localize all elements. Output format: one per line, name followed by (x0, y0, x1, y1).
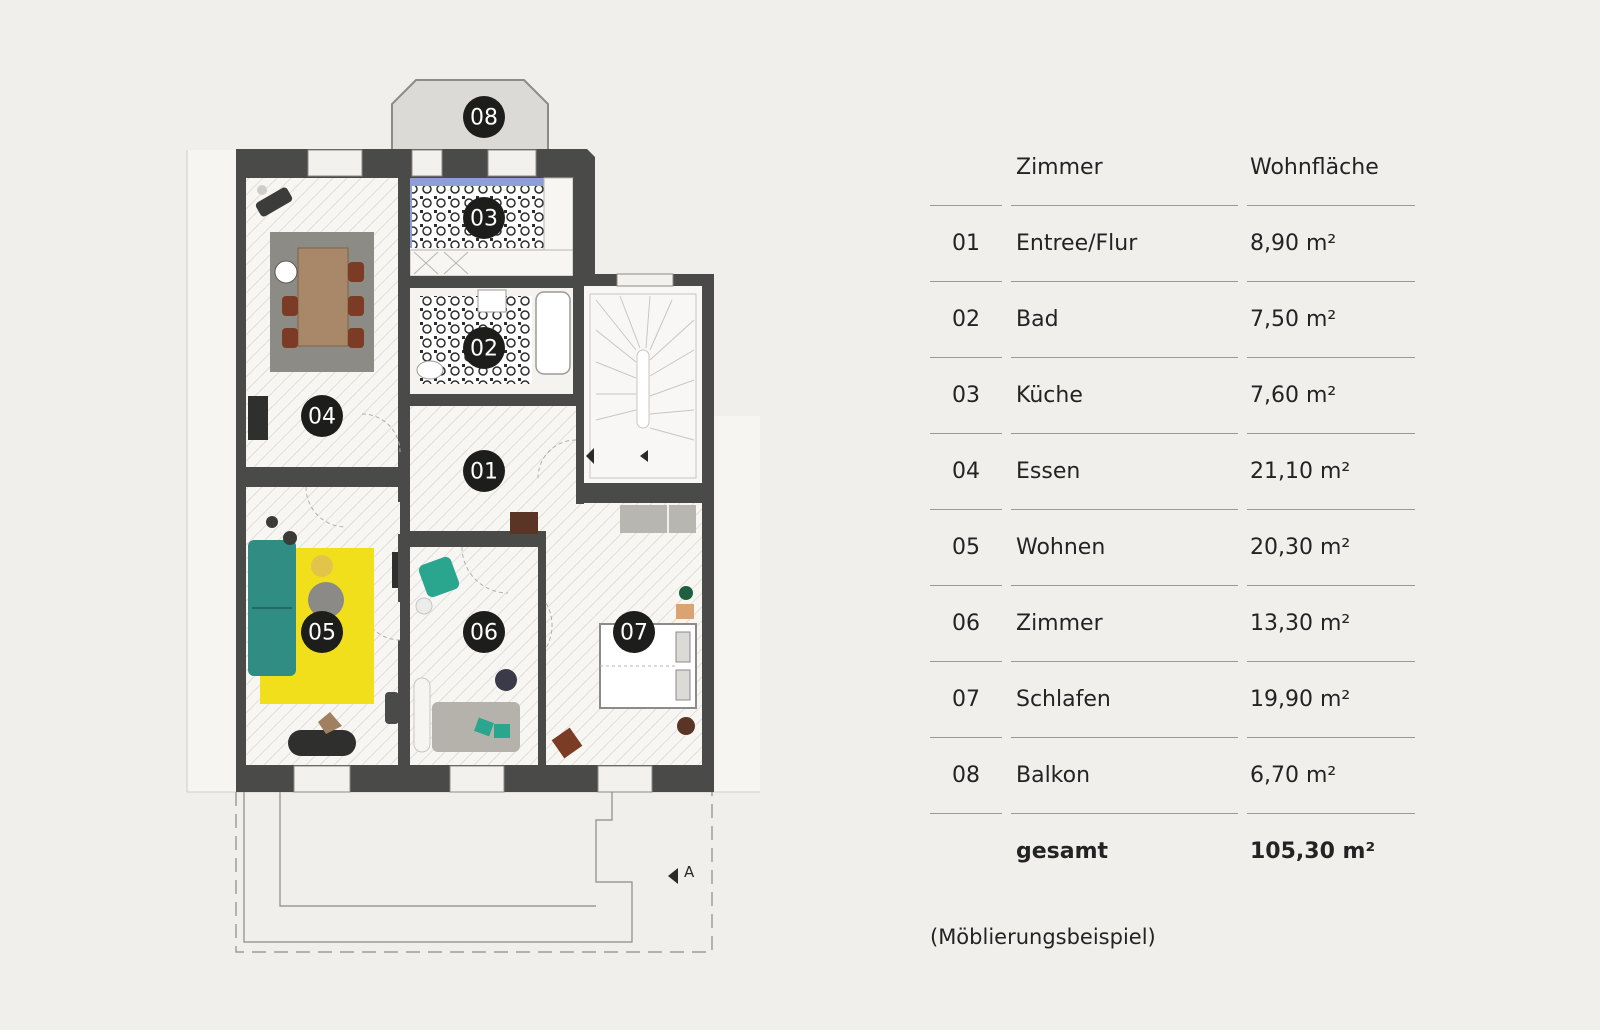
table-row: 05 Wohnen 20,30 m² (930, 510, 1415, 586)
header-area: Wohnfläche (1250, 155, 1379, 180)
row-room: Entree/Flur (1016, 231, 1138, 256)
row-number: 07 (952, 687, 980, 712)
interior-walls (246, 178, 702, 765)
table-row: 06 Zimmer 13,30 m² (930, 586, 1415, 662)
sideboard (255, 187, 293, 217)
row-room: Zimmer (1016, 611, 1103, 636)
svg-text:08: 08 (470, 106, 498, 131)
dining-chair-white (274, 260, 298, 284)
table-row: 07 Schlafen 19,90 m² (930, 662, 1415, 738)
row-room: Küche (1016, 383, 1083, 408)
table-total-row: gesamt 105,30 m² (930, 814, 1415, 890)
header-room: Zimmer (1016, 155, 1103, 180)
room-marker-08: 08 (463, 96, 505, 138)
sink (477, 289, 507, 313)
room-marker-03: 03 (463, 197, 505, 239)
terrace-outline (235, 792, 713, 953)
row-number: 06 (952, 611, 980, 636)
svg-text:06: 06 (470, 621, 498, 646)
wardrobe (620, 505, 696, 533)
svg-text:03: 03 (470, 207, 498, 232)
room-marker-04: 04 (301, 395, 343, 437)
door-swings (305, 413, 577, 649)
total-area: 105,30 m² (1250, 839, 1376, 864)
coffee-table (308, 582, 344, 618)
row-area: 8,90 m² (1250, 231, 1337, 256)
kitchen-counter (409, 249, 574, 277)
row-number: 05 (952, 535, 980, 560)
table-row: 03 Küche 7,60 m² (930, 358, 1415, 434)
row-area: 6,70 m² (1250, 763, 1337, 788)
row-room: Schlafen (1016, 687, 1111, 712)
row-area: 13,30 m² (1250, 611, 1351, 636)
dining-chairs (282, 262, 364, 348)
row-area: 20,30 m² (1250, 535, 1351, 560)
armchair (418, 556, 460, 598)
floor-plan: A 08 03 02 04 01 05 06 07 (186, 79, 760, 953)
row-number: 08 (952, 763, 980, 788)
row-room: Balkon (1016, 763, 1091, 788)
bench (288, 730, 356, 756)
dining-table (297, 247, 349, 347)
row-number: 04 (952, 459, 980, 484)
table-row: 04 Essen 21,10 m² (930, 434, 1415, 510)
table-row: 01 Entree/Flur 8,90 m² (930, 206, 1415, 282)
row-number: 02 (952, 307, 980, 332)
svg-text:05: 05 (308, 621, 336, 646)
svg-text:04: 04 (308, 405, 336, 430)
neighbour-wall-left (187, 150, 237, 792)
toilet (416, 360, 444, 380)
section-label: A (684, 863, 695, 881)
neighbour-wall-right (712, 416, 760, 792)
total-label: gesamt (1016, 839, 1109, 864)
bathtub (535, 291, 571, 375)
table-row: 08 Balkon 6,70 m² (930, 738, 1415, 814)
row-number: 01 (952, 231, 980, 256)
room-marker-05: 05 (301, 611, 343, 653)
stairs (589, 293, 697, 479)
cabinet (248, 396, 268, 440)
room-marker-01: 01 (463, 450, 505, 492)
row-room: Bad (1016, 307, 1059, 332)
svg-text:02: 02 (470, 337, 498, 362)
room-area-table: Zimmer Wohnfläche 01 Entree/Flur 8,90 m²… (930, 130, 1415, 890)
row-area: 7,60 m² (1250, 383, 1337, 408)
row-area: 7,50 m² (1250, 307, 1337, 332)
row-room: Wohnen (1016, 535, 1106, 560)
row-room: Essen (1016, 459, 1081, 484)
room-marker-06: 06 (463, 611, 505, 653)
row-area: 21,10 m² (1250, 459, 1351, 484)
table-row: 02 Bad 7,50 m² (930, 282, 1415, 358)
room-marker-02: 02 (463, 327, 505, 369)
furnishing-note: (Möblierungsbeispiel) (930, 925, 1156, 949)
windows (293, 149, 674, 793)
row-number: 03 (952, 383, 980, 408)
room-marker-07: 07 (613, 611, 655, 653)
room-markers: 08 03 02 04 01 05 06 07 (301, 96, 655, 653)
svg-text:07: 07 (620, 621, 648, 646)
row-area: 19,90 m² (1250, 687, 1351, 712)
svg-text:01: 01 (470, 460, 498, 485)
table-header: Zimmer Wohnfläche (930, 130, 1415, 206)
section-arrow (668, 868, 678, 884)
entry-bench (510, 512, 538, 534)
